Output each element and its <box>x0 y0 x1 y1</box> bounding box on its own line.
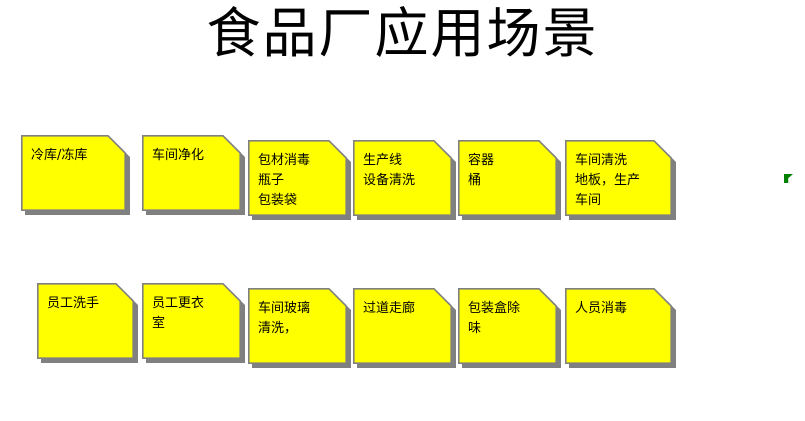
note-label: 人员消毒 <box>575 301 628 316</box>
note-label: 容器 桶 <box>468 153 495 188</box>
note-card-packaging-disinfection[interactable]: 包材消毒 瓶子 包装袋 <box>248 140 347 216</box>
note-body <box>37 283 134 359</box>
note-body <box>353 140 452 216</box>
note-label: 车间清洗 地板，生产 车间 <box>575 153 641 208</box>
note-body <box>458 288 557 364</box>
green-flag-mark-icon <box>784 174 793 183</box>
note-card-containers[interactable]: 容器 桶 <box>458 140 557 216</box>
note-label: 车间玻璃 清洗， <box>258 301 311 336</box>
note-outline <box>248 140 347 216</box>
note-outline <box>458 288 557 364</box>
note-label: 包装盒除 味 <box>468 301 521 336</box>
note-body <box>458 140 557 216</box>
note-outline <box>458 140 557 216</box>
note-card-production-line[interactable]: 生产线 设备清洗 <box>353 140 452 216</box>
note-card-staff-changing-room[interactable]: 员工更衣 室 <box>142 283 241 359</box>
note-body <box>21 135 126 211</box>
note-body <box>565 288 672 364</box>
note-label: 包材消毒 瓶子 包装袋 <box>258 153 311 208</box>
note-outline <box>37 283 134 359</box>
note-body <box>142 283 241 359</box>
note-outline <box>142 283 241 359</box>
note-label: 冷库/冻库 <box>31 148 88 163</box>
note-outline <box>248 288 347 364</box>
note-card-corridor-aisle[interactable]: 过道走廊 <box>353 288 452 364</box>
note-label: 过道走廊 <box>363 301 416 316</box>
note-outline <box>142 135 241 211</box>
note-body <box>248 140 347 216</box>
note-body <box>353 288 452 364</box>
page-title: 食品厂应用场景 <box>206 2 599 65</box>
note-label: 员工更衣 室 <box>152 296 205 331</box>
note-body <box>142 135 241 211</box>
note-card-workshop-glass-cleaning[interactable]: 车间玻璃 清洗， <box>248 288 347 364</box>
note-card-cold-storage[interactable]: 冷库/冻库 <box>21 135 126 211</box>
note-label: 生产线 设备清洗 <box>363 153 416 188</box>
note-body <box>565 140 672 216</box>
note-card-staff-handwashing[interactable]: 员工洗手 <box>37 283 134 359</box>
note-card-personnel-disinfection[interactable]: 人员消毒 <box>565 288 672 364</box>
note-outline <box>565 140 672 216</box>
note-card-workshop-cleaning[interactable]: 车间清洗 地板，生产 车间 <box>565 140 672 216</box>
note-outline <box>21 135 126 211</box>
note-card-package-deodorizing[interactable]: 包装盒除 味 <box>458 288 557 364</box>
note-body <box>248 288 347 364</box>
note-outline <box>353 288 452 364</box>
note-outline <box>353 140 452 216</box>
note-label: 员工洗手 <box>47 296 100 311</box>
note-card-workshop-purification[interactable]: 车间净化 <box>142 135 241 211</box>
note-label: 车间净化 <box>152 148 205 163</box>
note-outline <box>565 288 672 364</box>
